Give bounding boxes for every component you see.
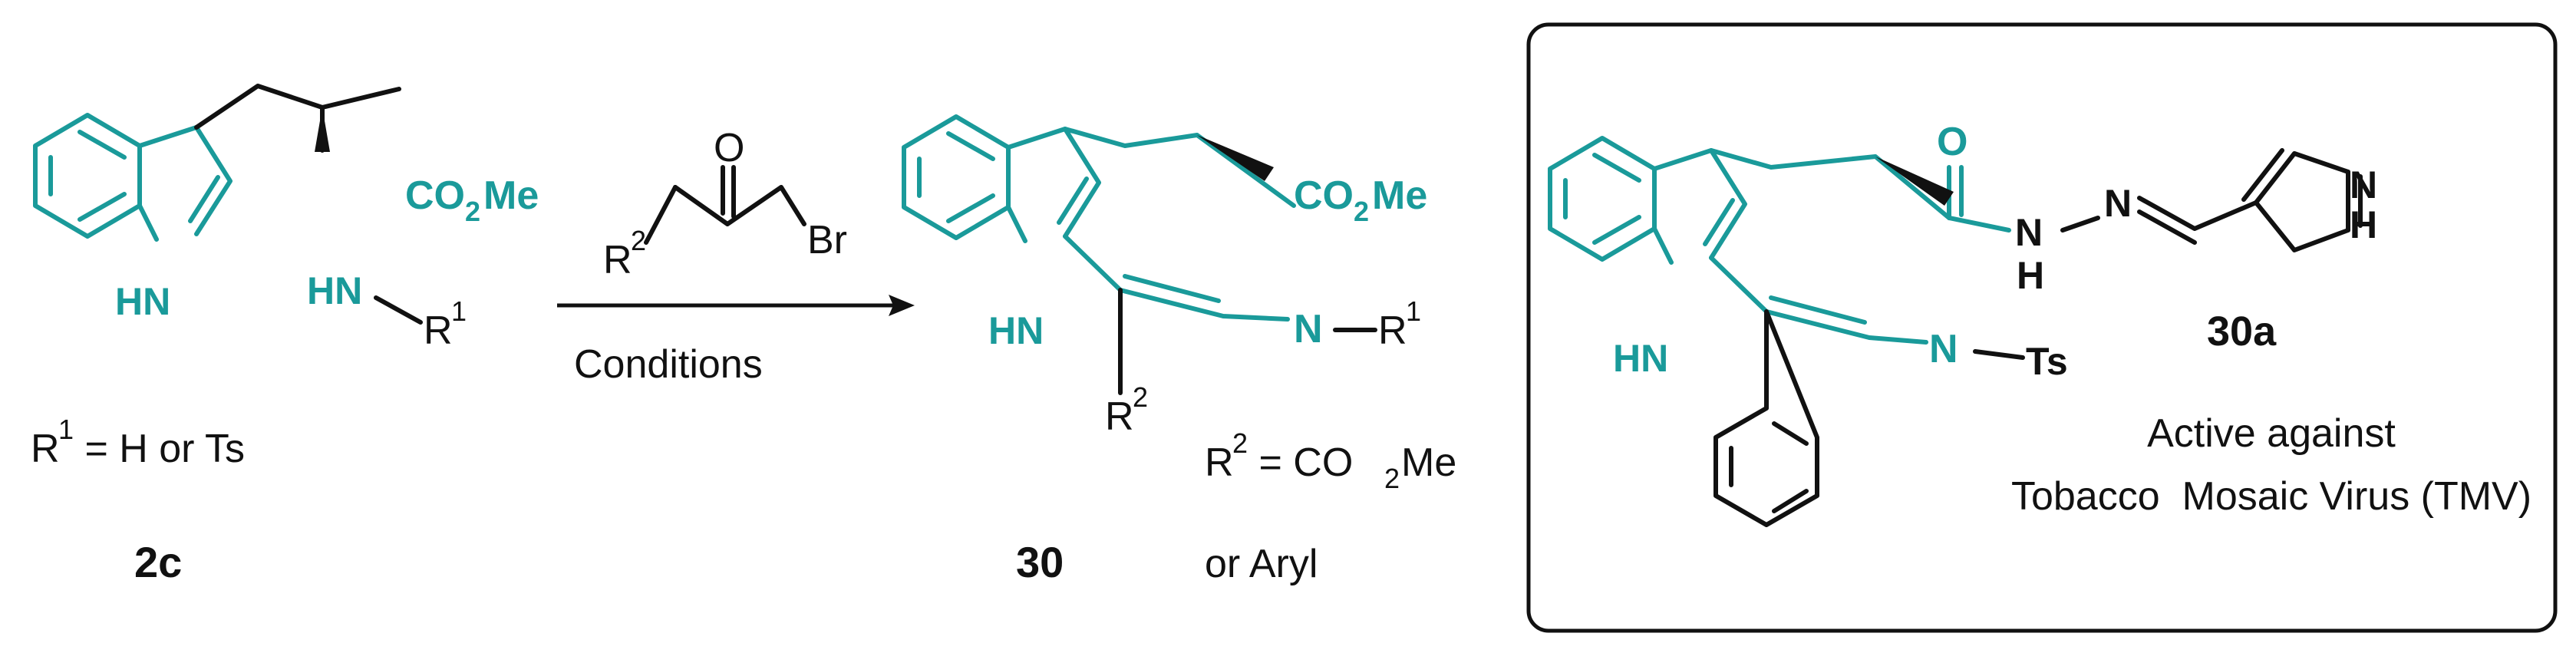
product-ester-co: CO [1294, 173, 1354, 218]
reactant-r1-symbol: R [424, 308, 453, 353]
compound-30a-ring-n: N [1929, 327, 1958, 371]
reactant-amine-nh: HN [307, 269, 362, 312]
reactant-n-r1-bond [374, 295, 423, 325]
product-r2-superscript: 2 [1133, 381, 1148, 413]
product-label-30: 30 [1016, 538, 1064, 586]
product-ester-subscript: 2 [1354, 196, 1369, 227]
product-r2-note-end: Me [1401, 440, 1456, 485]
reactant-r1-note-prefix: R [31, 427, 60, 471]
reaction-conditions: Conditions [574, 342, 763, 387]
reagent-oxygen: O [714, 126, 744, 170]
reactant-ester-me: Me [483, 173, 539, 218]
product-r1-symbol: R [1378, 308, 1407, 353]
product-r2-note-prefix: R [1205, 440, 1234, 485]
compound-30a-label: 30a [2207, 308, 2277, 355]
compound-30a-pyrrole-n: N [2350, 163, 2377, 206]
compound-30a-oxygen: O [1937, 120, 1967, 164]
compound-30a-pyrrole-h: H [2350, 203, 2377, 246]
compound-30a-activity-line2: Tobacco Mosaic Virus (TMV) [2011, 474, 2531, 519]
product-indole-nh: HN [988, 309, 1044, 352]
reactant-indole-nh: HN [115, 280, 170, 323]
reactant-ester-co: CO [405, 173, 465, 218]
product-ester-me: Me [1372, 173, 1427, 218]
compound-30a-ts: Ts [2026, 340, 2068, 383]
reagent-bromine: Br [807, 218, 847, 262]
product-ring-n: N [1294, 307, 1323, 351]
reactant-label-2c: 2c [134, 538, 182, 586]
reactant-r1-note-text: = H or Ts [74, 427, 245, 471]
reagent-bromoketone-structure [644, 165, 806, 245]
compound-30a-indole-nh: HN [1613, 337, 1668, 380]
compound-30a-hydrazide-n: N [2015, 211, 2043, 254]
compound-30a-hydrazide-h: H [2017, 254, 2044, 297]
reactant-r1-note-sup: 1 [58, 414, 74, 445]
highlight-box [1526, 22, 2558, 633]
reagent-r2-symbol: R [603, 238, 632, 282]
reactant-2c-structure [33, 84, 401, 242]
product-r2-symbol: R [1105, 394, 1134, 439]
product-r2-note-line2: or Aryl [1205, 542, 1318, 586]
reagent-r2-superscript: 2 [631, 225, 646, 256]
reaction-arrow [557, 295, 915, 316]
product-30-structure [902, 114, 1377, 332]
compound-30a-imine-n: N [2104, 182, 2132, 225]
product-r1-superscript: 1 [1406, 295, 1421, 327]
compound-30a-structure [1548, 136, 2363, 527]
product-r2-note-sub: 2 [1384, 463, 1400, 494]
reactant-ester-subscript: 2 [465, 196, 480, 227]
compound-30a-activity-line1: Active against [2147, 411, 2396, 456]
product-r2-note-mid: = CO [1248, 440, 1353, 485]
reactant-r1-superscript: 1 [451, 295, 467, 327]
product-r2-note-sup: 2 [1232, 427, 1248, 459]
